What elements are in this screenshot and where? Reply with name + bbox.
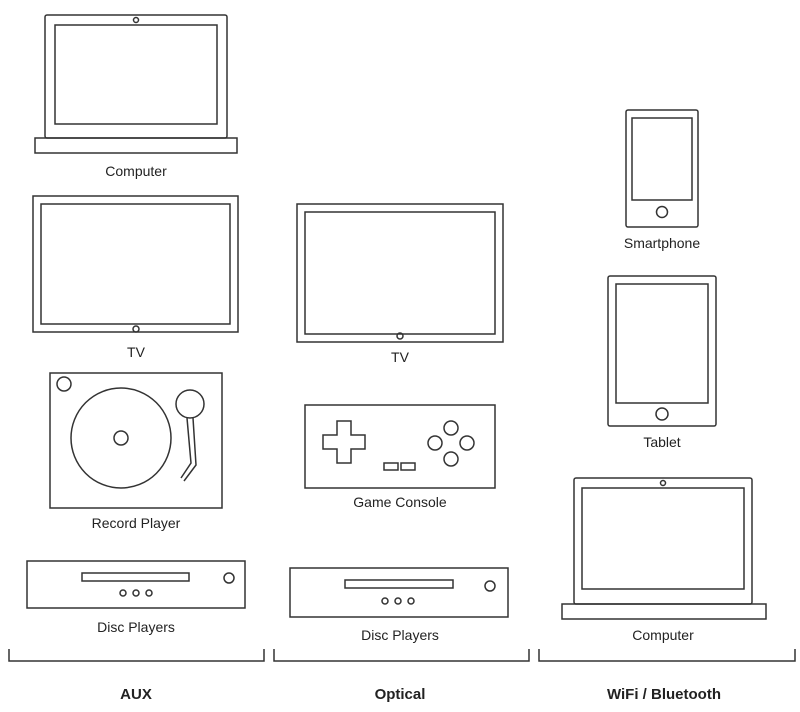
aux-computer: Computer [34,14,238,179]
aux-disc-player: Disc Players [26,560,246,635]
wireless-computer-label: Computer [632,627,694,643]
optical-game-console: Game Console [304,404,496,510]
aux-group-title: AUX [120,686,152,703]
aux-disc-player-label: Disc Players [97,619,175,635]
aux-record-player-label: Record Player [92,515,181,531]
aux-record-player: Record Player [49,372,223,531]
optical-group-title: Optical [375,686,426,703]
wireless-tablet-label: Tablet [643,434,680,450]
wireless-smartphone-label: Smartphone [624,235,700,251]
disc-player-icon [26,560,246,609]
aux-bracket [8,649,265,662]
aux-tv: TV [32,195,239,360]
optical-disc-player: Disc Players [289,567,509,643]
optical-tv: TV [296,203,504,365]
optical-disc-player-label: Disc Players [361,627,439,643]
optical-tv-label: TV [391,349,410,365]
disc-player-icon [289,567,509,618]
laptop-icon [34,14,238,154]
tablet-icon [607,275,717,427]
aux-computer-label: Computer [105,163,167,179]
wireless-smartphone: Smartphone [624,109,700,251]
tv-icon [296,203,504,343]
optical-game-console-label: Game Console [353,494,447,510]
wireless-tablet: Tablet [607,275,717,450]
wireless-group-title: WiFi / Bluetooth [607,686,721,703]
aux-tv-label: TV [127,344,146,360]
laptop-icon [561,477,767,620]
wireless-computer: Computer [561,477,767,643]
optical-bracket [273,649,530,662]
wireless-bracket [538,649,796,662]
smartphone-icon [625,109,699,228]
turntable-icon [49,372,223,509]
game-controller-icon [304,404,496,489]
tv-icon [32,195,239,333]
